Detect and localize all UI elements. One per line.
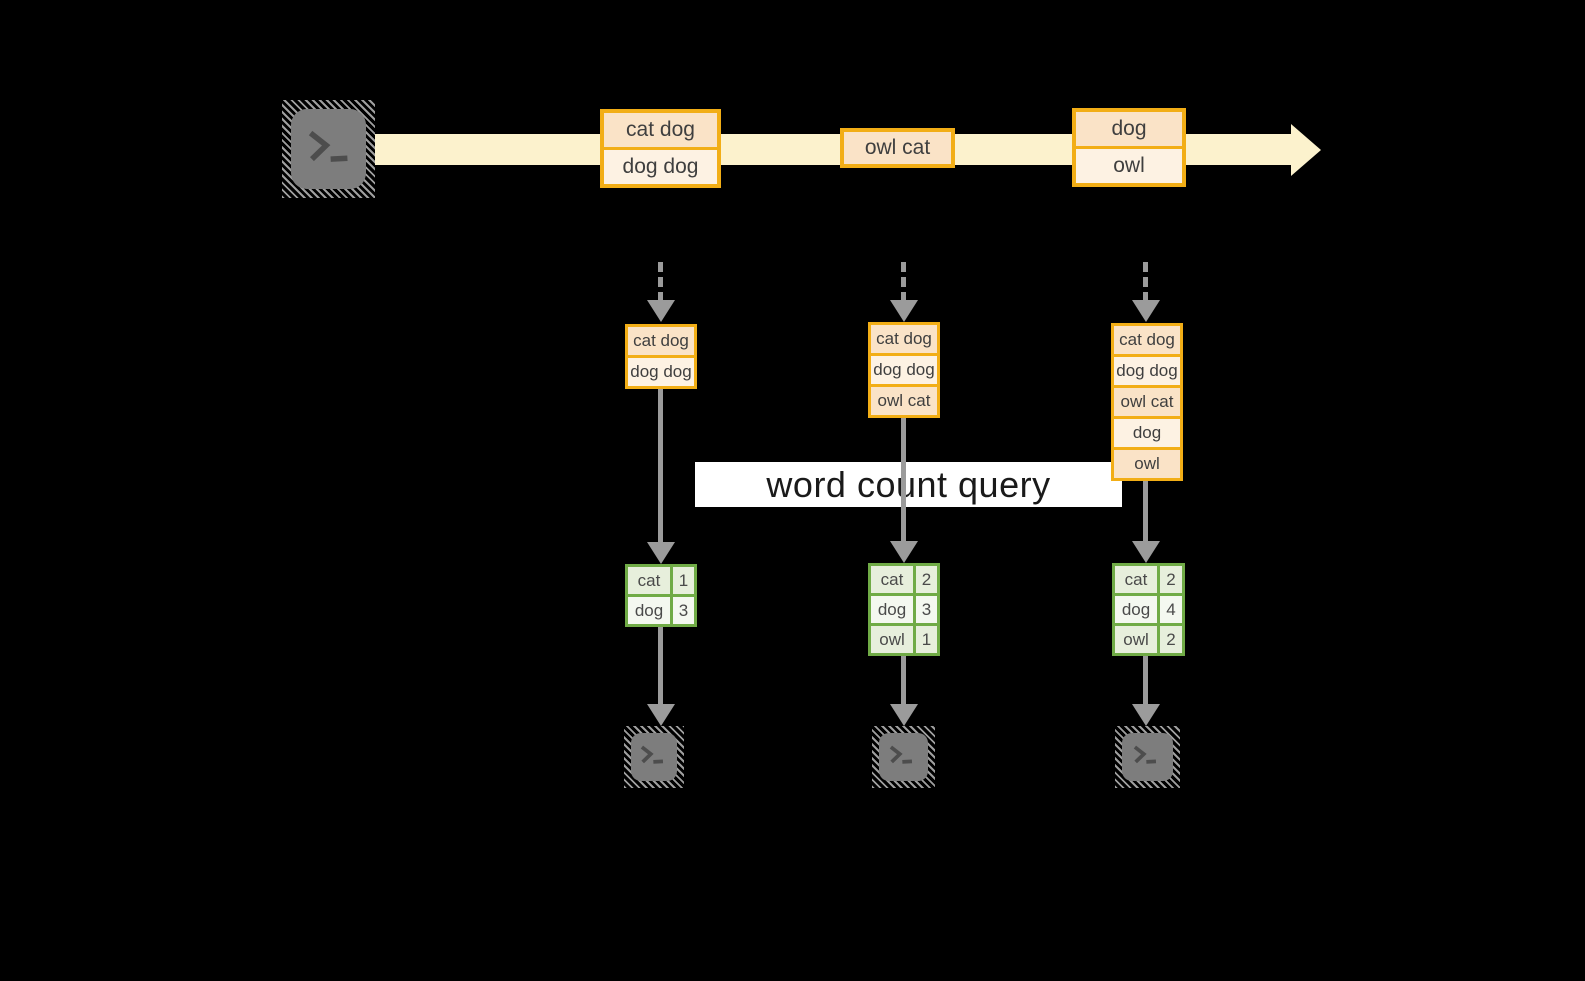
query-arrow-1 bbox=[658, 387, 663, 542]
result-count-cell: 3 bbox=[673, 597, 694, 624]
result-table-3: cat 2 dog 4 owl 2 bbox=[1112, 563, 1185, 656]
output-arrow-3 bbox=[1143, 655, 1148, 704]
output-arrowhead-icon bbox=[1132, 704, 1160, 726]
state-buffer-line: dog bbox=[1114, 416, 1180, 447]
result-word-cell: dog bbox=[871, 596, 916, 623]
query-arrow-3 bbox=[1143, 479, 1148, 541]
source-terminal-icon bbox=[282, 100, 375, 198]
ingest-arrow-dashed-2 bbox=[901, 262, 906, 302]
query-arrowhead-icon bbox=[1132, 541, 1160, 563]
result-table-2: cat 2 dog 3 owl 1 bbox=[868, 563, 940, 656]
query-label-bar: word count query bbox=[695, 462, 1122, 507]
state-buffer-line: owl bbox=[1114, 447, 1180, 478]
result-word-cell: owl bbox=[871, 626, 916, 653]
stream-event-box-1: cat dog dog dog bbox=[600, 109, 721, 188]
output-arrow-2 bbox=[901, 655, 906, 704]
ingest-arrowhead-icon bbox=[647, 300, 675, 322]
result-count-cell: 3 bbox=[916, 596, 937, 623]
state-buffer-box-3: cat dog dog dog owl cat dog owl bbox=[1111, 323, 1183, 481]
ingest-arrowhead-icon bbox=[1132, 300, 1160, 322]
result-table-1: cat 1 dog 3 bbox=[625, 564, 697, 627]
result-word-cell: cat bbox=[1115, 566, 1160, 593]
result-word-cell: cat bbox=[871, 566, 916, 593]
query-arrowhead-icon bbox=[890, 541, 918, 563]
stream-event-line: cat dog bbox=[604, 113, 717, 147]
stream-event-line: dog bbox=[1076, 112, 1182, 146]
output-arrowhead-icon bbox=[890, 704, 918, 726]
terminal-prompt-icon bbox=[640, 745, 664, 764]
terminal-prompt-icon bbox=[308, 130, 348, 162]
terminal-icon bbox=[631, 733, 677, 781]
query-arrow-2 bbox=[901, 416, 906, 541]
result-count-cell: 2 bbox=[1160, 566, 1182, 593]
state-buffer-line: cat dog bbox=[1114, 326, 1180, 354]
query-arrowhead-icon bbox=[647, 542, 675, 564]
result-count-cell: 1 bbox=[673, 567, 694, 594]
ingest-arrow-dashed-1 bbox=[658, 262, 663, 302]
result-row: dog 3 bbox=[628, 594, 694, 624]
result-word-cell: cat bbox=[628, 567, 673, 594]
result-count-cell: 4 bbox=[1160, 596, 1182, 623]
output-arrow-1 bbox=[658, 626, 663, 704]
result-word-cell: dog bbox=[1115, 596, 1160, 623]
result-count-cell: 2 bbox=[916, 566, 937, 593]
state-buffer-line: owl cat bbox=[1114, 385, 1180, 416]
output-arrowhead-icon bbox=[647, 704, 675, 726]
state-buffer-box-1: cat dog dog dog bbox=[625, 324, 697, 389]
state-buffer-line: dog dog bbox=[1114, 354, 1180, 385]
state-buffer-line: cat dog bbox=[871, 325, 937, 353]
result-row: owl 2 bbox=[1115, 623, 1182, 653]
result-word-cell: dog bbox=[628, 597, 673, 624]
terminal-icon bbox=[291, 109, 366, 189]
state-buffer-line: owl cat bbox=[871, 384, 937, 415]
terminal-icon bbox=[1122, 733, 1173, 781]
terminal-icon bbox=[879, 733, 928, 781]
result-row: cat 2 bbox=[1115, 566, 1182, 593]
state-buffer-line: dog dog bbox=[871, 353, 937, 384]
stream-event-line: owl bbox=[1076, 146, 1182, 183]
result-row: owl 1 bbox=[871, 623, 937, 653]
result-count-cell: 2 bbox=[1160, 626, 1182, 653]
sink-terminal-icon-2 bbox=[872, 726, 935, 788]
result-row: cat 1 bbox=[628, 567, 694, 594]
state-buffer-line: cat dog bbox=[628, 327, 694, 355]
result-word-cell: owl bbox=[1115, 626, 1160, 653]
result-count-cell: 1 bbox=[916, 626, 937, 653]
stream-event-box-3: dog owl bbox=[1072, 108, 1186, 187]
terminal-prompt-icon bbox=[1133, 745, 1157, 764]
stream-arrowhead-icon bbox=[1291, 124, 1321, 176]
stream-event-box-2: owl cat bbox=[840, 128, 955, 168]
ingest-arrow-dashed-3 bbox=[1143, 262, 1148, 302]
stream-event-line: owl cat bbox=[844, 132, 951, 164]
result-row: cat 2 bbox=[871, 566, 937, 593]
result-row: dog 3 bbox=[871, 593, 937, 623]
state-buffer-box-2: cat dog dog dog owl cat bbox=[868, 322, 940, 418]
sink-terminal-icon-3 bbox=[1115, 726, 1180, 788]
state-buffer-line: dog dog bbox=[628, 355, 694, 386]
sink-terminal-icon-1 bbox=[624, 726, 684, 788]
ingest-arrowhead-icon bbox=[890, 300, 918, 322]
result-row: dog 4 bbox=[1115, 593, 1182, 623]
query-label: word count query bbox=[766, 463, 1051, 505]
stream-event-line: dog dog bbox=[604, 147, 717, 184]
terminal-prompt-icon bbox=[889, 745, 913, 764]
